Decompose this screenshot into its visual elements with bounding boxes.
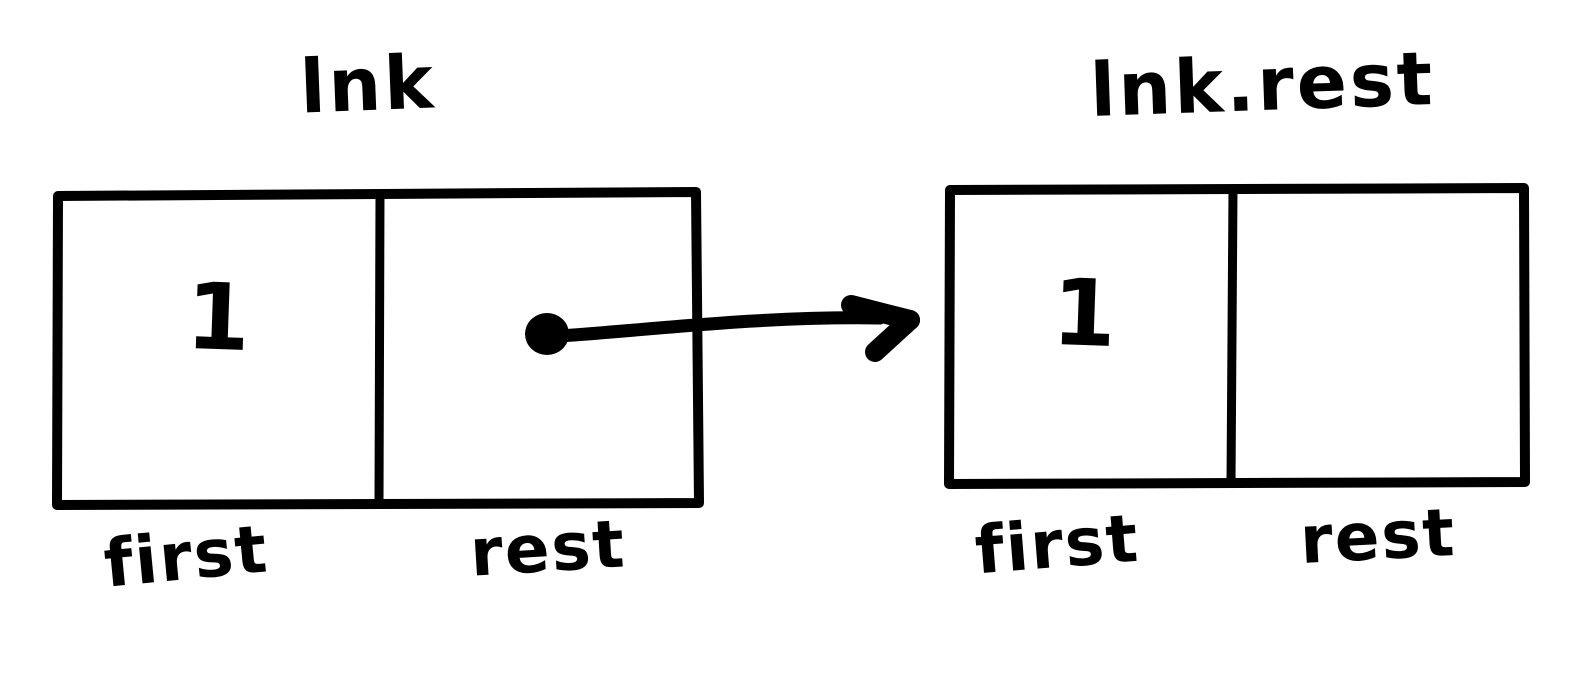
cell-lnk-first[interactable] <box>58 196 380 504</box>
cell-lnk-rest[interactable] <box>380 194 698 504</box>
field-label-lnk-rest-field: rest <box>467 505 629 592</box>
cell-lnk-rest-first[interactable] <box>950 190 1233 483</box>
cell-lnk-rest-rest[interactable] <box>1233 189 1525 483</box>
field-label-lnk-rest-rest: rest <box>1298 493 1458 580</box>
field-label-lnk-first: first <box>100 510 272 603</box>
node-title-lnk: lnk <box>298 39 438 131</box>
field-label-lnk-rest-first: first <box>972 499 1143 590</box>
node-title-lnk-rest: lnk.rest <box>1088 36 1437 134</box>
